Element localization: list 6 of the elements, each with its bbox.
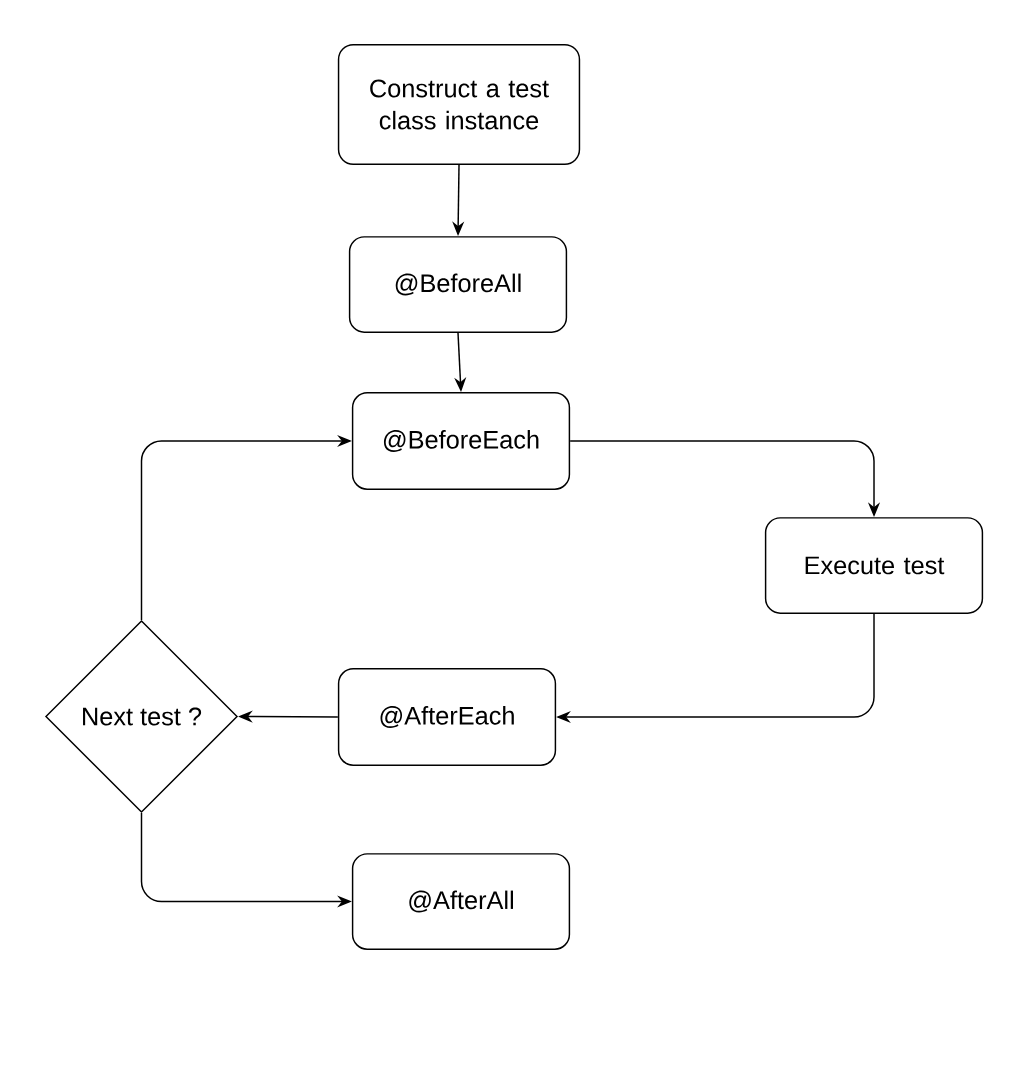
process-box: @BeforeAll bbox=[348, 236, 568, 333]
process-box: @BeforeEach bbox=[351, 392, 571, 490]
process-box: Execute test bbox=[764, 517, 984, 614]
process-box: @AfterAll bbox=[351, 853, 571, 950]
process-box: Construct a test class instance bbox=[337, 44, 581, 165]
process-box: @AfterEach bbox=[337, 668, 557, 766]
